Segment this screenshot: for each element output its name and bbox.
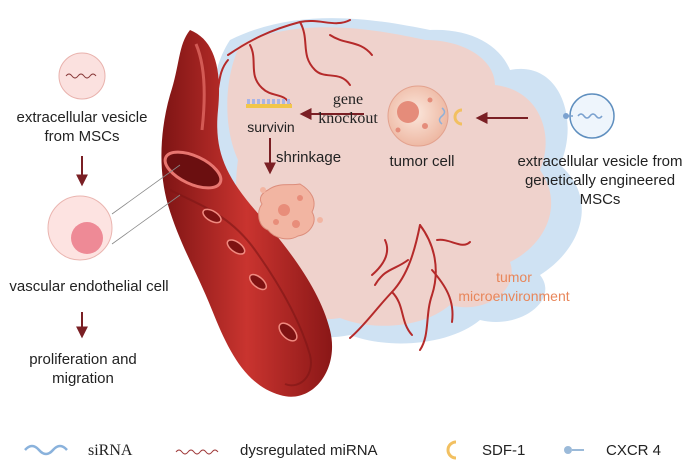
label-ev-mscs-line2: from MSCs (44, 128, 120, 145)
label-ev-engineered-line3: MSCs (579, 191, 621, 208)
label-proliferation-line2: migration (52, 370, 114, 387)
legend-label-mirna: dysregulated miRNA (240, 442, 378, 459)
survivin-icon (246, 99, 292, 108)
tumor-tissue (227, 27, 552, 326)
endothelial-cell-icon (47, 195, 113, 261)
label-tumor-micro-line2: microenvironment (458, 288, 570, 304)
legend-label-sdf1: SDF-1 (482, 442, 526, 459)
legend-label-cxcr4: CXCR 4 (606, 442, 662, 459)
zoom-line-bottom (111, 194, 181, 245)
zoom-line-top (111, 164, 181, 215)
label-ev-mscs: extracellular vesicle from MSCs (6, 108, 158, 146)
engineered-ev-icon (563, 93, 615, 139)
shrunken-cell-icon (258, 183, 323, 240)
sirna-wave-icon (24, 444, 68, 456)
ev-mscs-icon (58, 52, 106, 100)
blood-vessel (161, 30, 333, 397)
tumor-cell-icon (387, 85, 449, 147)
label-shrinkage: shrinkage (276, 149, 342, 166)
label-tumor-microenvironment: tumor microenvironment (448, 268, 580, 306)
label-gene-knockout-line2: knockout (318, 110, 378, 127)
label-ev-mscs-line1: extracellular vesicle (16, 109, 148, 126)
label-tumor-cell: tumor cell (389, 153, 455, 170)
label-gene-knockout: gene knockout (312, 90, 384, 128)
legend-label-sirna: siRNA (88, 442, 133, 459)
cxcr4-icon (564, 446, 584, 454)
label-gene-knockout-line1: gene (332, 91, 364, 108)
label-ev-engineered-line1: extracellular vesicle from (517, 153, 683, 170)
sdf1-on-tumor-icon (453, 108, 463, 126)
label-proliferation-line1: proliferation and (29, 351, 137, 368)
label-vascular-cell: vascular endothelial cell (9, 278, 169, 295)
sdf1-icon (446, 440, 457, 460)
label-survivin: survivin (247, 119, 295, 135)
label-ev-engineered: extracellular vesicle from genetically e… (506, 152, 694, 209)
label-tumor-micro-line1: tumor (496, 269, 532, 285)
mirna-wave-icon (175, 449, 219, 455)
label-proliferation: proliferation and migration (10, 350, 156, 388)
label-ev-engineered-line2: genetically engineered (524, 172, 676, 189)
capillaries (209, 19, 471, 351)
